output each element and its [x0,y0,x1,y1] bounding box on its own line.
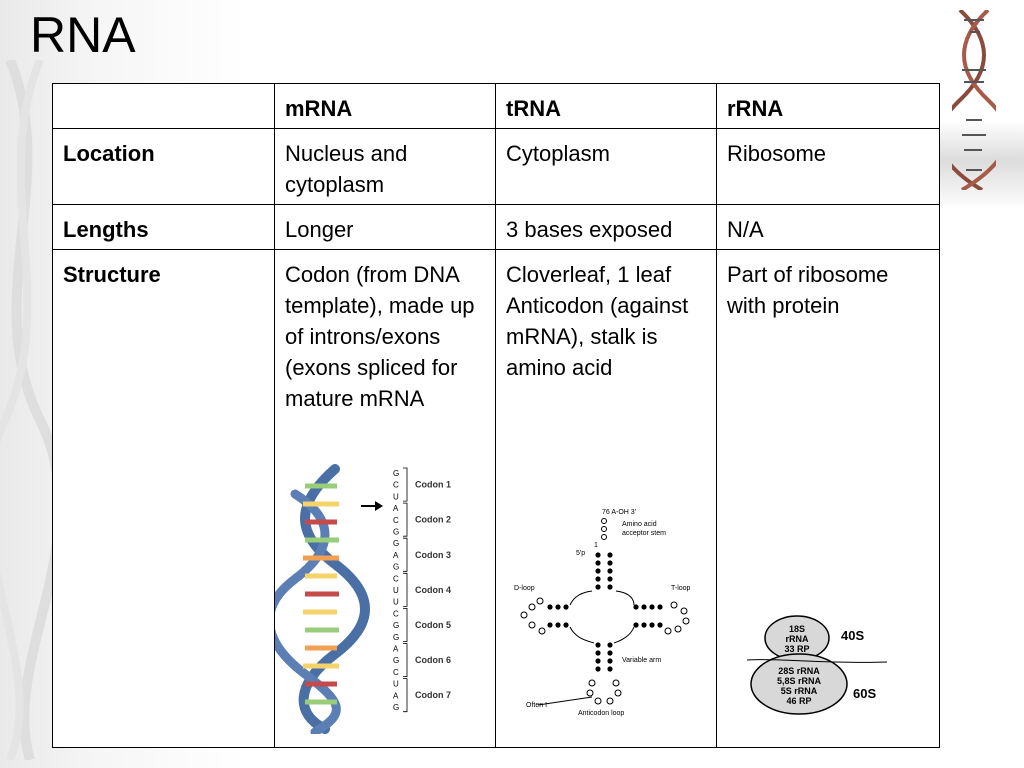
small-subunit-line-2: rRNA [785,634,809,644]
large-subunit-label: 60S [853,686,876,701]
codon-bracket [403,572,408,607]
trna-nt-one-label: 1 [594,542,598,549]
mrna-base-letter: G [393,528,399,537]
table-row: Structure Codon (from DNA template), mad… [52,249,940,748]
row-label-lengths: Lengths [52,204,275,250]
codon-bracket [403,643,408,677]
slide-title: RNA [30,7,136,63]
cell-mrna-lengths: Longer [274,204,496,250]
codon-label: Codon 4 [415,585,451,595]
mrna-base-letter: G [393,703,399,712]
header-rrna: rRNA [716,83,940,129]
trna-anticodon-loop-label: Anticodon loop [578,710,624,717]
mrna-base-letter: A [393,645,399,654]
codon-label: Codon 1 [415,480,451,490]
mrna-base-letter: U [393,586,399,595]
mrna-base-letter: C [393,668,399,677]
mrna-strand-line [746,659,888,663]
mrna-structure-text: Codon (from DNA template), made up of in… [285,262,475,411]
cell-mrna-structure: Codon (from DNA template), made up of in… [274,249,496,748]
trna-variable-arm-label: Variable arm [622,657,661,664]
row-label-structure: Structure [52,249,275,748]
small-subunit-line-1: 18S [789,624,805,634]
mrna-base-letter: C [393,609,399,618]
large-subunit-line-2: 5,8S rRNA [777,676,822,686]
codon-bracket [403,608,408,642]
trna-d-loop-label: D-loop [514,585,535,592]
codon-bracket [403,537,408,572]
small-subunit-label: 40S [841,628,864,643]
mrna-base-letter: A [393,551,399,560]
mrna-base-letter: G [393,633,399,642]
mrna-base-letter: G [393,469,399,478]
large-subunit-line-3: 5S rRNA [781,686,818,696]
codon-label: Codon 3 [415,550,451,560]
mrna-base-letter: G [393,563,399,572]
cell-trna-structure: Cloverleaf, 1 leaf Anticodon (against mR… [495,249,717,748]
rna-comparison-table: mRNA tRNA rRNA Location Nucleus and cyto… [52,83,940,748]
cell-rrna-structure: Part of ribosome with protein 18S rRNA 3… [716,249,940,748]
trna-top-label: 76 A-OH 3' [602,509,636,516]
header-mrna: mRNA [274,83,496,129]
codon-bracket [403,502,408,537]
codon-label: Codon 2 [415,515,451,525]
mrna-base-letter: U [393,680,399,689]
codon-label: Codon 6 [415,655,451,665]
trna-acceptor-label-1: Amino acid [622,521,657,528]
table-row: Location Nucleus and cytoplasm Cytoplasm… [52,128,940,205]
trna-loops [520,518,690,706]
codon-label: Codon 5 [415,620,451,630]
table-header-row: mRNA tRNA rRNA [52,83,940,129]
large-subunit-shape [750,653,848,715]
dna-helix-icon [952,10,996,190]
table-row: Lengths Longer 3 bases exposed N/A [52,204,940,250]
mrna-base-letter: A [393,504,399,513]
mrna-base-letter: A [393,691,399,700]
dna-helix-illustration [275,464,370,734]
trna-t-loop-label: T-loop [671,585,691,592]
trna-stems [547,552,663,672]
codon-bracket [403,467,408,502]
trna-structure-text: Cloverleaf, 1 leaf Anticodon (against mR… [506,262,689,380]
trna-cloverleaf-diagram: 76 A-OH 3' Amino acid acceptor stem 5'p … [514,509,691,717]
large-subunit-line-4: 46 RP [786,696,811,706]
mrna-base-letter: C [393,481,399,490]
mrna-base-letter: U [393,598,399,607]
cell-rrna-lengths: N/A [716,204,940,250]
large-subunit-line-1: 28S rRNA [778,666,820,676]
mrna-codon-labels: Codon 1 Codon 2 Codon 3 Codon 4 Codon 5 Codon… [403,467,451,713]
mrna-base-letter: C [393,516,399,525]
mrna-base-letter: U [393,492,399,501]
background-dna-decoration [0,60,60,760]
row-label-location: Location [52,128,275,205]
cell-trna-lengths: 3 bases exposed [495,204,717,250]
small-subunit-line-3: 33 RP [784,644,809,654]
cell-trna-location: Cytoplasm [495,128,717,205]
mrna-base-letter: C [393,574,399,583]
arrow-icon [361,501,383,511]
rrna-structure-text: Part of ribosome with protein [727,262,889,318]
trna-acceptor-label-2: acceptor stem [622,530,666,537]
cell-rrna-location: Ribosome [716,128,940,205]
ribosome-diagram: 18S rRNA 33 RP 28S rRNA 5,8S rRNA 5S rRN… [746,615,888,715]
mrna-base-letter: G [393,539,399,548]
cell-mrna-location: Nucleus and cytoplasm [274,128,496,205]
mrna-base-letter: G [393,621,399,630]
header-empty-cell [52,83,275,129]
mrna-base-letter: G [393,656,399,665]
codon-label: Codon 7 [415,690,451,700]
header-trna: tRNA [495,83,717,129]
trna-often-i-label: Often I [526,702,547,709]
trna-five-prime-label: 5'p [576,550,585,557]
codon-bracket [403,678,408,713]
